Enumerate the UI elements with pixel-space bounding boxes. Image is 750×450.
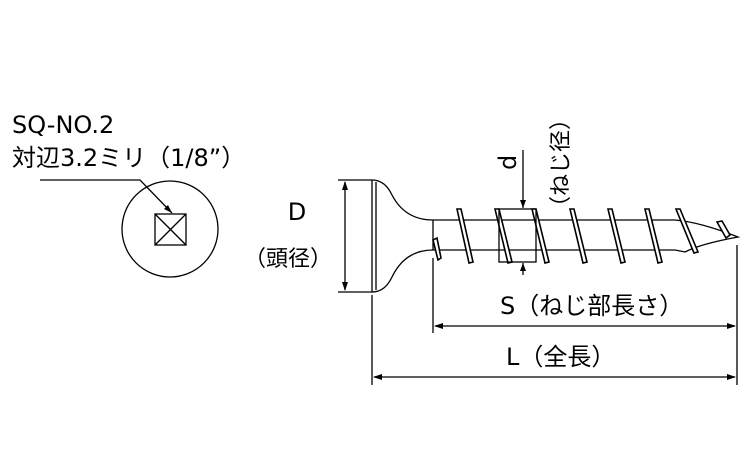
thread-length-dimension — [432, 245, 738, 385]
total-length-dimension — [371, 295, 736, 385]
head-diameter-symbol: D — [288, 198, 306, 226]
drive-width-label: 対辺3.2ミリ（1/8”） — [12, 144, 245, 172]
leader-line — [40, 179, 173, 214]
thread-length-label: S（ねじ部長さ） — [500, 292, 683, 320]
drive-size-label: SQ-NO.2 — [12, 111, 114, 139]
total-length-label: L（全長） — [506, 343, 615, 371]
head-diameter-label: （頭径） — [244, 247, 332, 272]
head-top-view — [121, 180, 219, 278]
thread-diameter-symbol: d — [494, 155, 522, 170]
thread-diameter-label: （ねじ径） — [549, 108, 574, 218]
head-diameter-dimension — [338, 179, 372, 293]
leader-arrow-icon — [164, 205, 172, 213]
thread-diameter-dimension — [520, 150, 526, 275]
square-drive-icon — [154, 213, 187, 246]
screw-side-view — [371, 179, 741, 293]
